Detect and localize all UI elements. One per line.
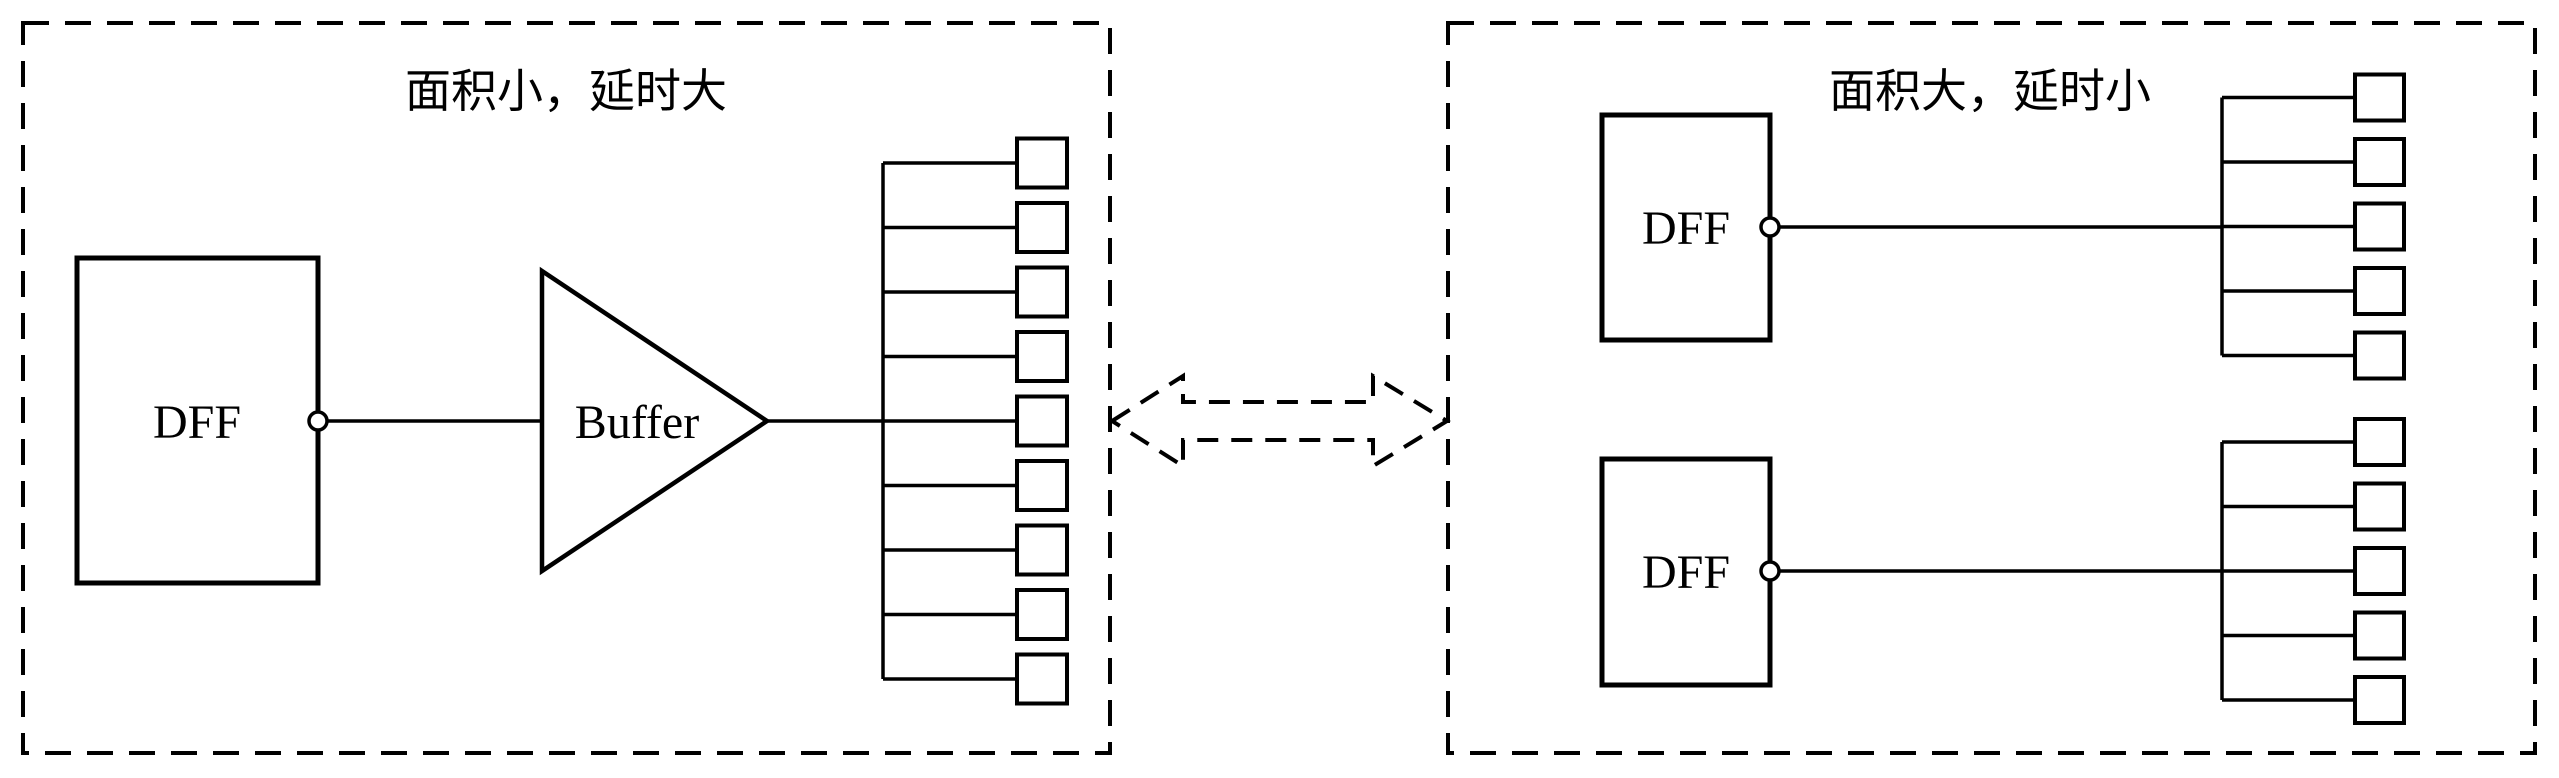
load-cell	[1015, 136, 1069, 190]
load-cell	[1015, 588, 1069, 641]
left-dff-box	[74, 255, 321, 586]
right-dff-bottom-box	[1599, 456, 1773, 688]
left-region: 面积小，延时大 DFF Buffer	[21, 21, 1112, 755]
right-dff-top-label: DFF	[1642, 202, 1730, 255]
load-cell	[2353, 610, 2406, 661]
tradeoff-double-arrow-icon	[1108, 372, 1451, 470]
right-top-load-group	[2222, 72, 2406, 381]
left-dff-label: DFF	[153, 396, 241, 449]
right-dff-top-output-bubble-icon	[1759, 216, 1781, 238]
load-cell	[1015, 201, 1069, 254]
load-cell	[2353, 137, 2406, 187]
load-cell	[2353, 481, 2406, 532]
right-dff-bottom-output-bubble-icon	[1759, 560, 1781, 582]
right-bottom-load-group	[2222, 417, 2406, 725]
buffer-triangle-icon	[539, 266, 772, 576]
right-region-dashed-border	[1446, 21, 2537, 755]
left-load-group	[883, 136, 1069, 706]
load-cell	[2353, 330, 2406, 381]
right-region-title: 面积大，延时小	[1829, 66, 2151, 117]
load-cell	[1015, 652, 1069, 706]
load-cell	[2353, 675, 2406, 725]
load-cell	[2353, 266, 2406, 316]
load-cell	[2353, 546, 2406, 596]
left-region-dashed-border	[21, 21, 1112, 755]
load-cell	[2353, 201, 2406, 252]
right-region: 面积大，延时小 DFF DFF	[1446, 21, 2537, 755]
load-cell	[1015, 459, 1069, 512]
left-region-title: 面积小，延时大	[405, 66, 727, 117]
load-cell	[1015, 523, 1069, 577]
load-cell	[1015, 330, 1069, 383]
left-dff-output-bubble-icon	[307, 410, 329, 432]
load-cell	[2353, 72, 2406, 123]
load-cell	[1015, 394, 1069, 448]
right-dff-bottom-label: DFF	[1642, 546, 1730, 599]
load-cell	[2353, 417, 2406, 467]
buffer-label: Buffer	[575, 396, 699, 449]
load-cell	[1015, 265, 1069, 319]
